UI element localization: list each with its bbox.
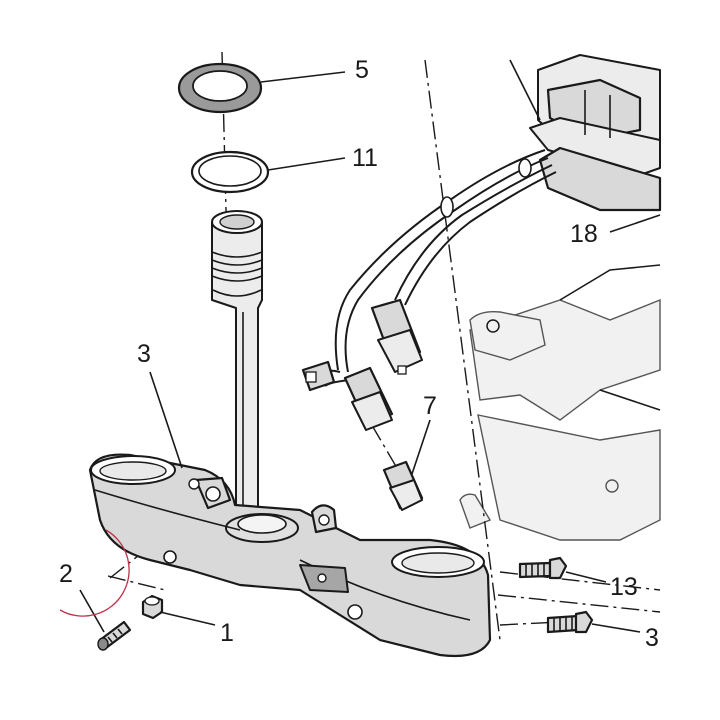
callout-5: 5 [355,56,369,84]
switch-module-part [529,54,662,212]
leader-lines [79,59,661,633]
triple-clamp-part [88,453,492,658]
bearing-seal-part [177,62,263,114]
connector-small [301,360,336,392]
callout-18: 18 [570,220,598,248]
callout-2: 2 [59,560,73,588]
connector-upper [370,298,423,375]
callout-3-right: 3 [645,624,659,652]
frame-structure [459,264,661,541]
clamp-nut-part [141,594,164,620]
steering-stem-part [211,210,263,521]
callout-11: 11 [352,144,378,172]
callout-3-left: 3 [137,340,151,368]
wiring-harness-part [317,149,557,387]
callout-1: 1 [220,619,234,647]
bolt-13-part [518,556,568,580]
reference-marker-arc [59,529,130,617]
bolt-3-part [546,610,594,634]
callout-7: 7 [423,392,437,420]
clamp-screw-part [97,620,132,651]
callout-13: 13 [610,573,638,601]
washer-part [190,150,270,194]
connector-plug-7 [382,460,424,511]
connector-middle [343,366,394,431]
